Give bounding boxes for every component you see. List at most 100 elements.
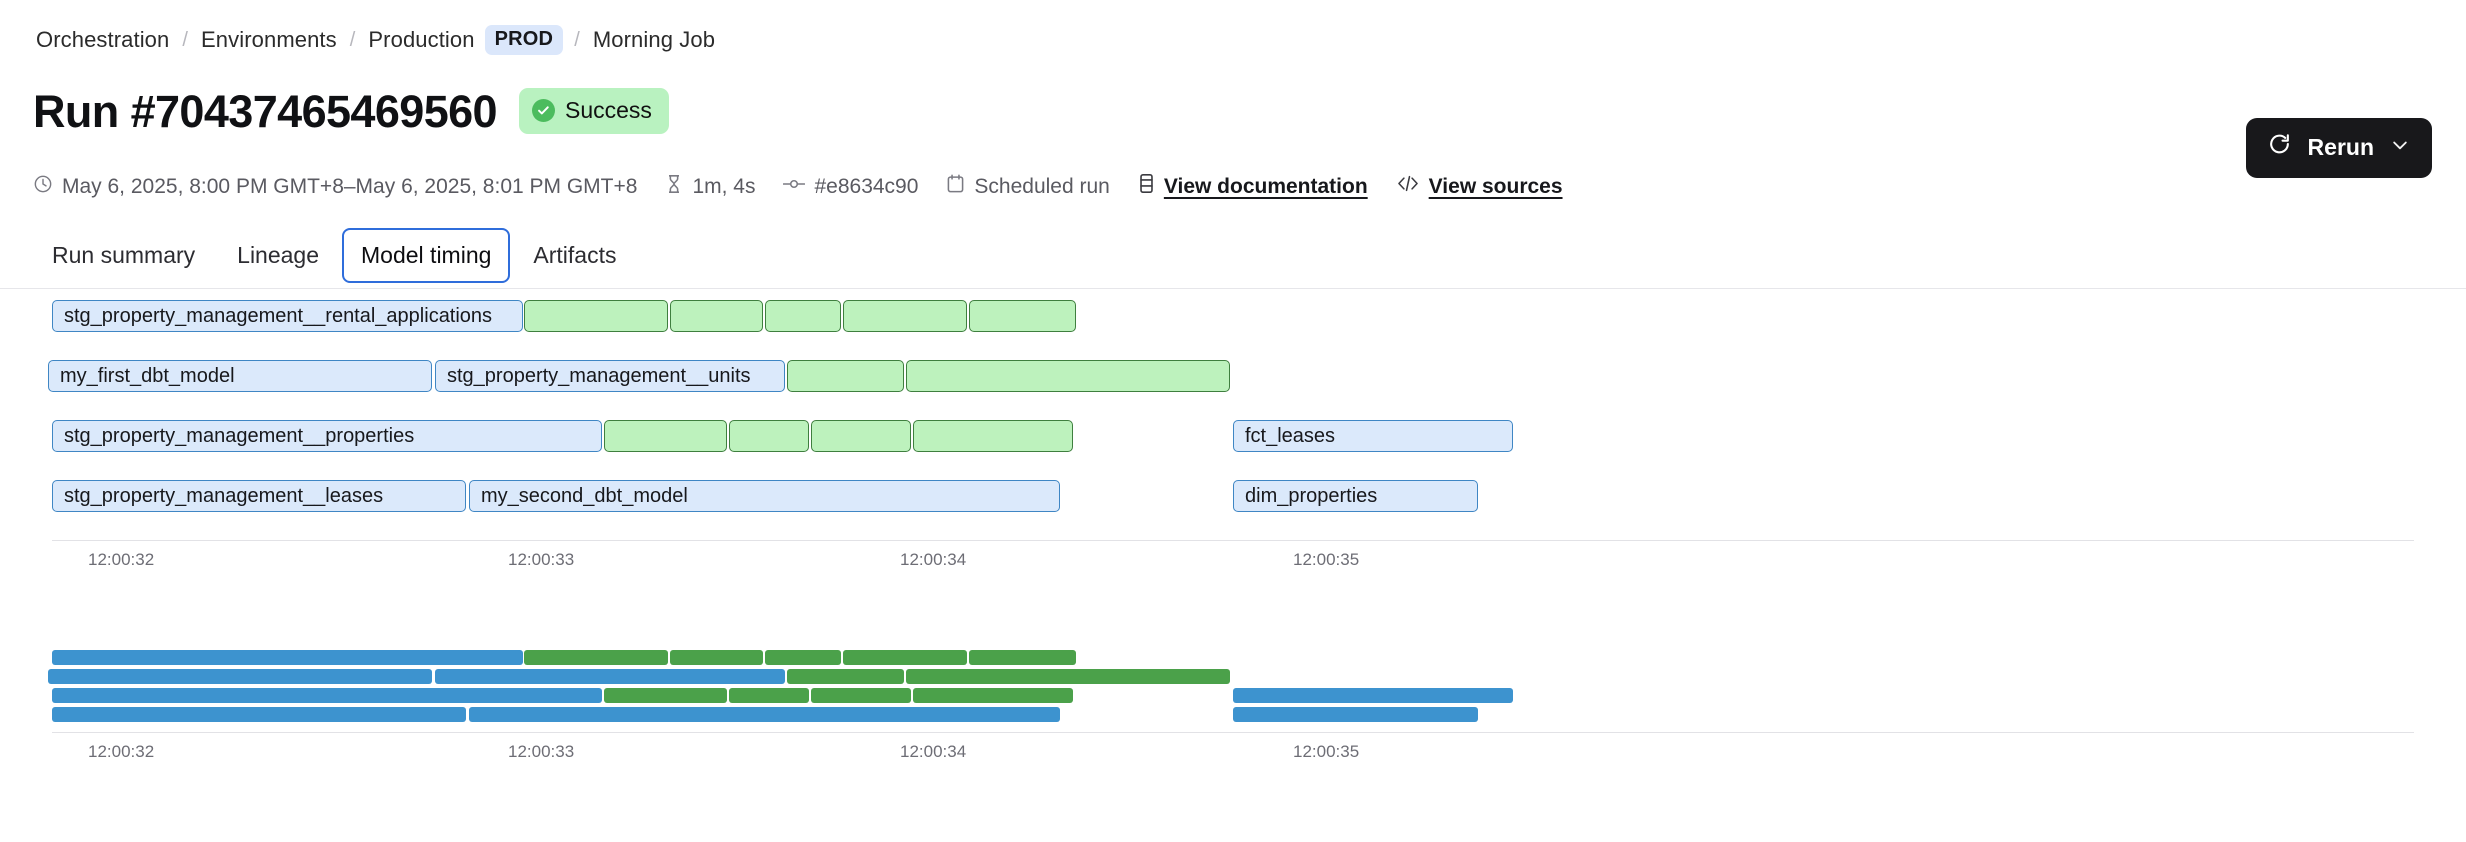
overview-row <box>0 669 2466 685</box>
overview-bar-model[interactable] <box>435 669 785 684</box>
view-sources-link[interactable]: View sources <box>1396 174 1563 199</box>
overview-tick-label: 12:00:33 <box>508 742 575 761</box>
overview-bar-test[interactable] <box>811 688 911 703</box>
gantt-bar-fct_leases[interactable]: fct_leases <box>1233 420 1513 452</box>
meta-commit-text: #e8634c90 <box>814 174 919 198</box>
rerun-label: Rerun <box>2307 134 2374 160</box>
overview-row <box>0 707 2466 723</box>
gantt-bar-label: dim_properties <box>1245 484 1378 507</box>
axis-line <box>52 540 2414 541</box>
overview-bar-test[interactable] <box>913 688 1073 703</box>
overview-bar-model[interactable] <box>469 707 1060 722</box>
gantt-bar-stg_property_management__properties[interactable]: stg_property_management__properties <box>52 420 602 452</box>
overview-bar-model[interactable] <box>52 650 523 665</box>
gantt-bar-label: my_first_dbt_model <box>60 364 235 387</box>
overview-bar-model[interactable] <box>1233 707 1478 722</box>
meta-timerange: May 6, 2025, 8:00 PM GMT+8–May 6, 2025, … <box>33 174 637 200</box>
model-timing-chart: stg_property_management__rental_applicat… <box>0 300 2466 574</box>
overview-bar-test[interactable] <box>670 650 763 665</box>
breadcrumb-separator: / <box>349 28 356 51</box>
overview-bar-test[interactable] <box>524 650 668 665</box>
commit-icon <box>783 174 806 200</box>
breadcrumb: Orchestration / Environments / Productio… <box>34 25 717 55</box>
gantt-bar-label: stg_property_management__leases <box>64 484 384 507</box>
chevron-down-icon[interactable] <box>2390 134 2410 161</box>
gantt-bar-test[interactable] <box>913 420 1073 452</box>
model-timing-overview[interactable]: 12:00:32 12:00:33 12:00:34 12:00:35 <box>0 650 2466 764</box>
overview-bar-model[interactable] <box>48 669 432 684</box>
view-documentation-link[interactable]: View documentation <box>1138 173 1368 200</box>
meta-commit: #e8634c90 <box>783 174 918 200</box>
breadcrumb-item-environments[interactable]: Environments <box>201 27 337 52</box>
overview-bar-test[interactable] <box>729 688 809 703</box>
meta-trigger: Scheduled run <box>946 174 1110 200</box>
overview-tick-label: 12:00:32 <box>88 742 155 761</box>
axis-tick-label: 12:00:33 <box>508 550 575 569</box>
hourglass-icon <box>665 174 683 200</box>
gantt-bar-test[interactable] <box>787 360 904 392</box>
gantt-row: stg_property_management__properties fct_l… <box>0 420 2466 460</box>
overview-row <box>0 688 2466 704</box>
meta-trigger-text: Scheduled run <box>974 174 1110 198</box>
gantt-bar-test[interactable] <box>524 300 668 332</box>
environment-badge-prod: PROD <box>484 25 564 55</box>
overview-tick-label: 12:00:35 <box>1293 742 1360 761</box>
overview-bar-model[interactable] <box>52 707 466 722</box>
gantt-bar-test[interactable] <box>906 360 1230 392</box>
tab-artifacts[interactable]: Artifacts <box>514 228 636 283</box>
tab-bar: Run summary Lineage Model timing Artifac… <box>33 228 636 283</box>
overview-bar-model[interactable] <box>52 688 602 703</box>
gantt-bar-stg_property_management__rental_applications[interactable]: stg_property_management__rental_applicat… <box>52 300 523 332</box>
gantt-bar-label: my_second_dbt_model <box>481 484 688 507</box>
tab-model-timing[interactable]: Model timing <box>342 228 511 283</box>
axis-tick-label: 12:00:34 <box>900 550 967 569</box>
overview-bar-test[interactable] <box>906 669 1230 684</box>
code-icon <box>1396 174 1420 199</box>
gantt-bar-stg_property_management__units[interactable]: stg_property_management__units <box>435 360 785 392</box>
gantt-row: stg_property_management__rental_applicat… <box>0 300 2466 340</box>
overview-axis-line <box>52 732 2414 733</box>
run-metadata: May 6, 2025, 8:00 PM GMT+8–May 6, 2025, … <box>33 173 1591 200</box>
overview-bar-test[interactable] <box>787 669 904 684</box>
overview-bar-test[interactable] <box>843 650 967 665</box>
gantt-row: stg_property_management__leases my_second… <box>0 480 2466 520</box>
overview-bar-test[interactable] <box>604 688 727 703</box>
rerun-button[interactable]: Rerun <box>2245 118 2432 178</box>
book-icon <box>1138 173 1155 200</box>
gantt-bar-dim_properties[interactable]: dim_properties <box>1233 480 1478 512</box>
breadcrumb-separator: / <box>574 28 580 51</box>
overview-bar-model[interactable] <box>1233 688 1513 703</box>
overview-row <box>0 650 2466 666</box>
refresh-icon <box>2267 132 2292 163</box>
breadcrumb-separator: / <box>182 28 189 51</box>
status-label: Success <box>564 97 652 123</box>
overview-tick-label: 12:00:34 <box>900 742 967 761</box>
gantt-bar-test[interactable] <box>811 420 911 452</box>
gantt-bar-test[interactable] <box>969 300 1076 332</box>
view-sources-label: View sources <box>1428 174 1563 198</box>
gantt-bar-my_second_dbt_model[interactable]: my_second_dbt_model <box>469 480 1060 512</box>
gantt-bar-test[interactable] <box>843 300 967 332</box>
gantt-bar-test[interactable] <box>765 300 841 332</box>
tab-lineage[interactable]: Lineage <box>218 228 339 283</box>
breadcrumb-item-production[interactable]: Production <box>368 27 475 52</box>
gantt-bar-test[interactable] <box>729 420 809 452</box>
axis-tick-label: 12:00:35 <box>1293 550 1360 569</box>
overview-x-axis: 12:00:32 12:00:33 12:00:34 12:00:35 <box>0 732 2466 764</box>
gantt-bar-test[interactable] <box>604 420 727 452</box>
gantt-bar-my_first_dbt_model[interactable]: my_first_dbt_model <box>48 360 432 392</box>
axis-tick-label: 12:00:32 <box>88 550 155 569</box>
gantt-bar-stg_property_management__leases[interactable]: stg_property_management__leases <box>52 480 466 512</box>
view-documentation-label: View documentation <box>1163 174 1368 198</box>
meta-duration: 1m, 4s <box>665 174 755 200</box>
overview-bar-test[interactable] <box>969 650 1076 665</box>
breadcrumb-item-morning-job[interactable]: Morning Job <box>592 27 716 52</box>
check-circle-icon <box>531 99 555 122</box>
tab-run-summary[interactable]: Run summary <box>33 228 215 283</box>
status-badge: Success <box>518 88 669 134</box>
breadcrumb-item-orchestration[interactable]: Orchestration <box>36 27 170 52</box>
overview-bar-test[interactable] <box>765 650 841 665</box>
gantt-bar-label: stg_property_management__units <box>447 364 751 387</box>
title-row: Run #70437465469560 Success <box>33 88 669 134</box>
gantt-bar-test[interactable] <box>670 300 763 332</box>
